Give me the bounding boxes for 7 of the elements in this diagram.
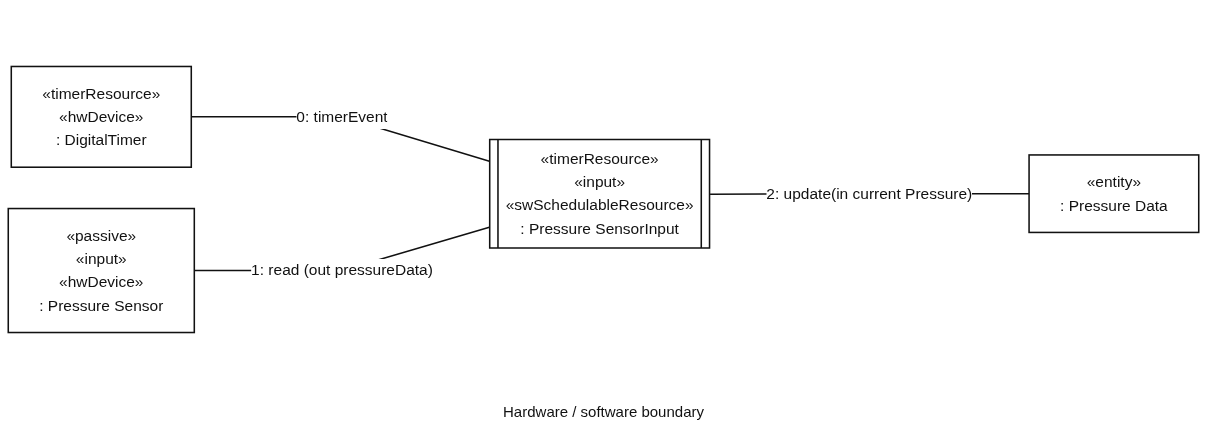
- node-box: «timerResource» «hwDevice» : DigitalTimer: [10, 65, 193, 168]
- node-box: «entity» : Pressure Data: [1028, 154, 1200, 234]
- boundary-note: Hardware / software boundary: [503, 403, 704, 420]
- node-box: «passive» «input» «hwDevice» : Pressure Sensor: [7, 207, 196, 334]
- edge-label: 0: timerEvent: [296, 107, 388, 125]
- edge-label: 2: update(in current Pressure): [766, 184, 973, 202]
- edge-label: 1: read (out pressureData): [251, 260, 433, 279]
